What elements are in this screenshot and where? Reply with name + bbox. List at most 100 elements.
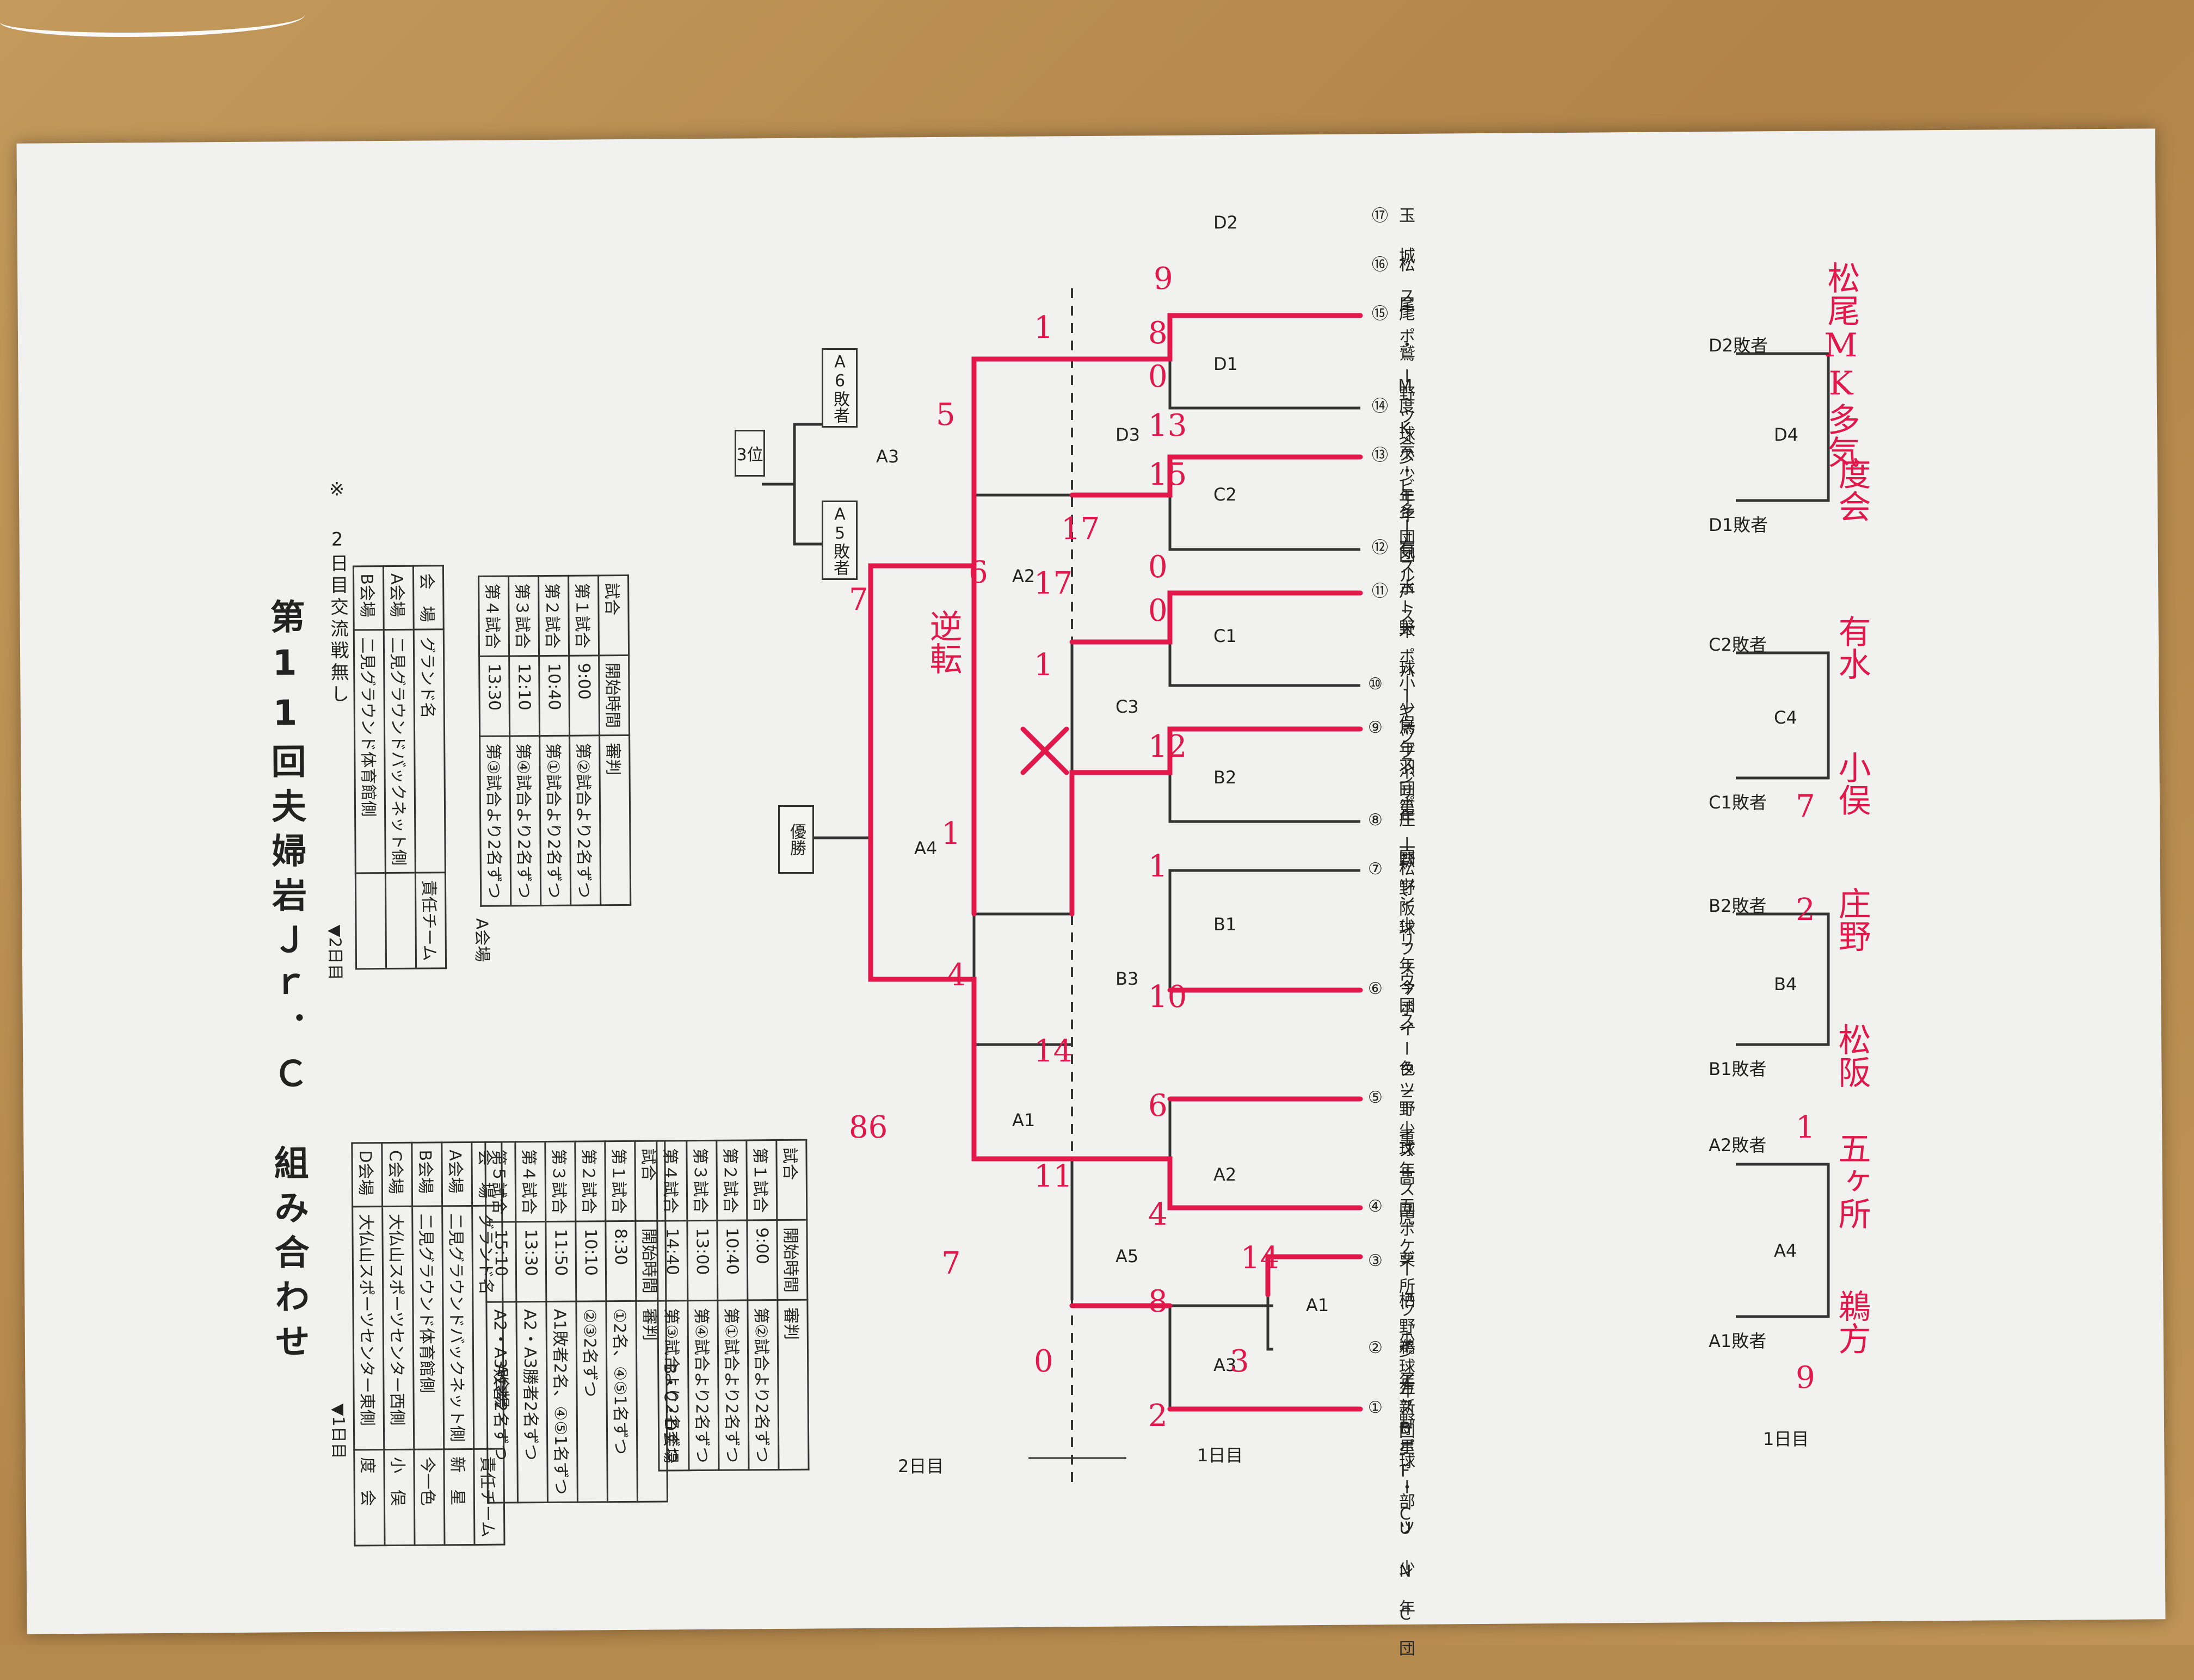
match-label: A1 [1306,1295,1329,1315]
a6-loser-box: A6敗者 [822,348,858,428]
hw-score: 2 [1148,1398,1168,1434]
hw-score: 0 [1034,1344,1053,1379]
hw-score: 17 [1061,511,1100,547]
hw-score: 4 [1148,1197,1168,1232]
day1-label-cons: 1日目 [1763,1429,1809,1449]
final-label: 優勝 [787,823,806,856]
hw-score: 0 [1148,549,1168,585]
match-label: A1 [1012,1110,1036,1131]
hw-name: 庄野 [1833,887,1871,952]
team-name: スモールスポーツ少年団 [1396,446,1415,889]
hw-score: 1 [1796,1110,1815,1145]
match-label: C2 [1213,484,1237,505]
team-name: 庄野シリウス [1396,811,1415,1052]
hw-score: 0 [1148,593,1168,628]
cons-label: C1敗者 [1709,792,1767,813]
hw-score: 9 [1796,1360,1815,1395]
hw-score: 86 [849,1110,888,1145]
third-place-box: 3位 [735,430,765,477]
hw-score: 9 [1154,261,1173,297]
team-no: ① [1366,1398,1385,1417]
hw-score: 2 [1796,892,1815,928]
hw-score: 11 [1034,1159,1073,1194]
match-label: C1 [1213,626,1237,646]
team-no: ⑤ [1366,1088,1385,1107]
hw-score: 17 [1034,566,1073,601]
team-name: 尾鷲野球少年団 [1396,305,1415,586]
hw-score: 4 [947,958,966,993]
team-name: 有水野球少年団 [1396,539,1415,820]
match-label: A5 [1116,1246,1139,1267]
hw-score: 14 [1241,1240,1280,1276]
a6-loser: A6敗者 [830,353,849,423]
match-label: C3 [1116,696,1139,717]
team-no: ⑥ [1366,979,1385,998]
match-label: D2 [1213,212,1238,233]
match-label: A4 [914,838,938,858]
team-no: ⑫ [1369,539,1388,555]
hw-name: 有水 [1833,615,1871,680]
cons-match: C4 [1774,707,1797,728]
final-box: 優勝 [778,805,814,874]
third-label: 3位 [736,446,763,465]
hw-name: 五ヶ所 [1833,1132,1871,1230]
hw-score: 6 [1148,1088,1168,1123]
cons-match: A4 [1774,1240,1797,1261]
match-label: A2 [1213,1164,1237,1185]
cons-match: D4 [1774,424,1798,445]
team-name: 三重高虎ジュニア [1396,1088,1415,1410]
cons-label: D1敗者 [1709,515,1768,535]
team-no: ② [1366,1338,1385,1357]
hw-name: 松阪 [1833,1023,1871,1088]
hw-name: 松尾MK多気 [1822,261,1860,468]
team-no: ③ [1366,1251,1385,1270]
team-no: ⑧ [1366,811,1385,830]
team-no: ⑨ [1366,718,1385,737]
cons-label: A1敗者 [1709,1331,1767,1351]
team-name: 五ケ所野球スポーツ少年団 [1396,1197,1415,1680]
hw-score: 7 [849,582,868,617]
team-no: ⑦ [1366,860,1385,879]
hw-name: 度会 [1833,457,1871,522]
team-name: 鵜方BFC [1396,1338,1415,1548]
hw-score: 1 [941,816,961,851]
team-name: 玉城スポーツ少年団 [1396,207,1415,569]
hw-score: 8 [1148,316,1168,351]
team-no: ⑩ [1366,675,1385,694]
a5-loser: A5敗者 [830,505,849,576]
hw-score: 14 [1034,1034,1073,1069]
team-no: ⑬ [1369,446,1388,462]
cons-label: B2敗者 [1709,895,1767,916]
match-label: A3 [876,446,899,467]
match-label: A3 [1213,1355,1237,1375]
team-name: 戸木ハヤブサ [1396,582,1415,824]
hw-score: 1 [1034,310,1053,345]
team-name: 小俣スポーツ少年団 [1396,675,1415,1037]
team-name: 松尾・MK・多気 [1396,256,1415,583]
hw-score: 3 [1230,1344,1249,1379]
day1-label: 1日目 [1197,1445,1243,1466]
hw-name: 小俣 [1833,751,1871,816]
team-name: 度会ビースト [1396,397,1415,639]
team-name: 鳥羽第一野球スポーツ少年団 [1396,718,1415,1242]
hw-score: 10 [1148,979,1187,1015]
hw-score: 6 [969,555,988,590]
match-label: D3 [1116,424,1140,445]
team-name: 松阪ファイターズ [1396,860,1415,1182]
match-label: D1 [1213,354,1238,374]
hw-score: 13 [1148,408,1187,443]
hw-score: 0 [1148,359,1168,394]
hw-score: 7 [1796,789,1815,824]
cons-match: B4 [1774,974,1797,995]
cons-label: D2敗者 [1709,335,1768,356]
match-label: B2 [1213,767,1237,788]
hw-name: 鵜方 [1833,1289,1871,1355]
match-label: A2 [1012,566,1036,586]
cons-label: C2敗者 [1709,634,1767,655]
hw-score: 1 [1034,647,1053,683]
team-no: ④ [1366,1197,1385,1216]
team-no: ⑭ [1369,397,1388,413]
cons-label: A2敗者 [1709,1135,1767,1156]
hw-score: 7 [941,1246,961,1281]
team-no: ⑰ [1369,207,1388,223]
